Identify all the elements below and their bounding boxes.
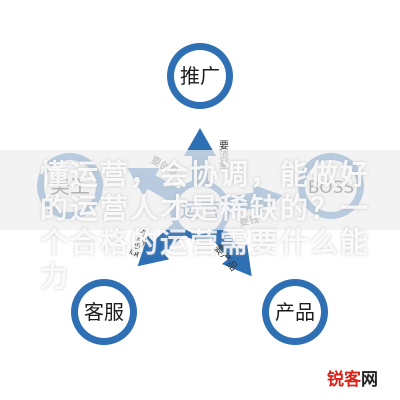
edge-label-to-boss: 要钱 <box>238 212 260 229</box>
node-product-label: 产品 <box>275 300 315 324</box>
node-customer-service: 客服 <box>71 279 137 345</box>
node-product: 产品 <box>262 279 328 345</box>
watermark-red-text: 锐客 <box>327 370 361 390</box>
watermark-black-text: 网 <box>361 370 378 390</box>
node-customer-service-label: 客服 <box>84 300 124 324</box>
edge-label-to-promotion: 要流量 <box>217 140 229 170</box>
watermark-logo: 锐客网 <box>327 365 378 390</box>
node-boss: BOSS <box>298 153 364 219</box>
center-node-label: 运营 <box>180 198 220 222</box>
node-promotion-label: 推广 <box>180 64 220 88</box>
node-boss-label: BOSS <box>308 178 354 198</box>
node-designer: 美工 <box>37 153 103 219</box>
node-promotion: 推广 <box>167 43 233 109</box>
center-node: 运营 <box>170 180 230 240</box>
node-designer-label: 美工 <box>50 174 90 198</box>
